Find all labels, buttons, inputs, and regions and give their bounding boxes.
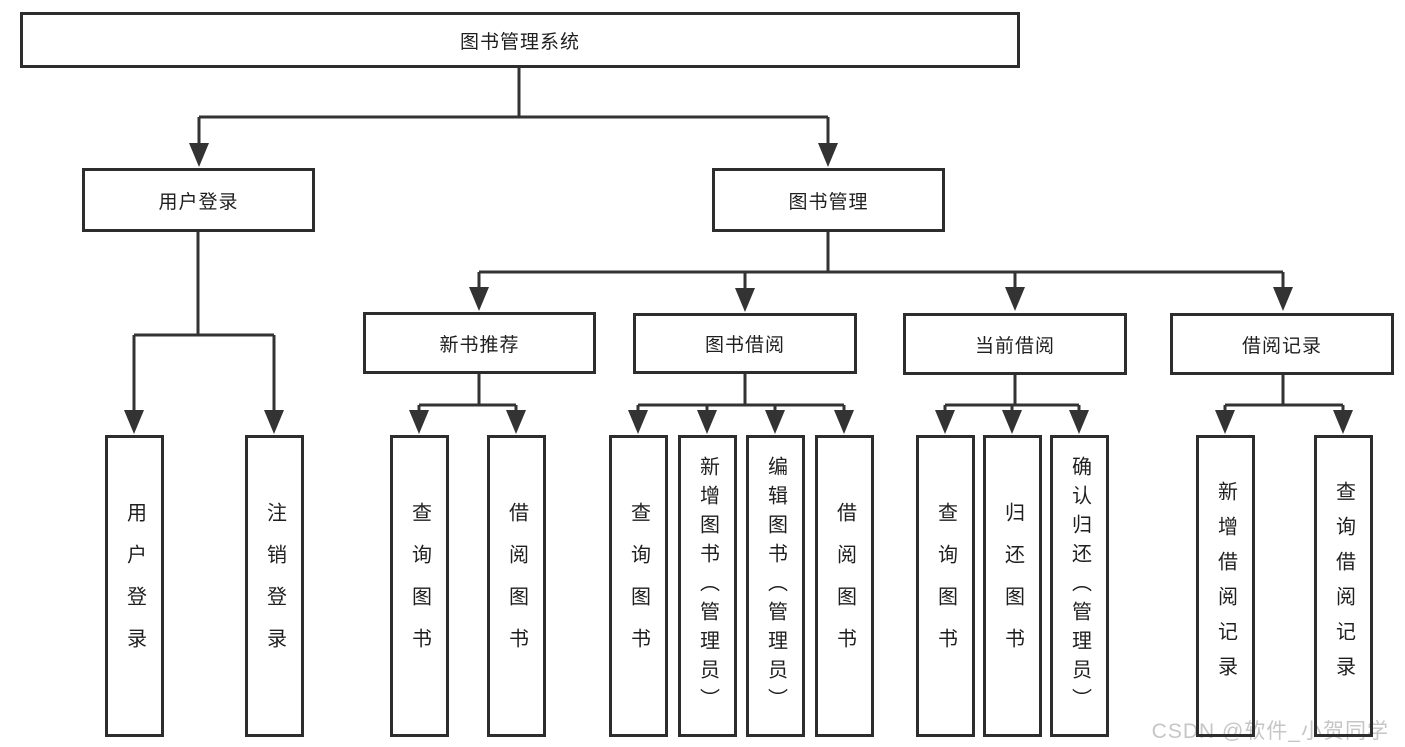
leaf-query-books-3: 查询图书 [916, 435, 975, 737]
leaf-add-borrow-record: 新增借阅记录 [1196, 435, 1255, 737]
node-label: 查询借阅记录 [1332, 481, 1355, 691]
node-book-management: 图书管理 [712, 168, 945, 232]
node-label: 注销登录 [263, 502, 286, 670]
leaf-query-books-1: 查询图书 [390, 435, 449, 737]
node-label: 当前借阅 [974, 335, 1055, 357]
watermark: CSDN @软件_小贺同学 [1151, 720, 1389, 743]
node-new-book-recommend: 新书推荐 [363, 312, 596, 374]
node-label: 确认归还（管理员） [1068, 455, 1091, 717]
node-root: 图书管理系统 [20, 12, 1020, 68]
leaf-borrow-books-1: 借阅图书 [487, 435, 546, 737]
node-label: 新增图书（管理员） [696, 455, 719, 717]
node-label: 图书管理 [788, 191, 869, 213]
leaf-edit-book-admin: 编辑图书（管理员） [746, 435, 805, 737]
node-label: 借阅记录 [1241, 335, 1322, 357]
node-user-login: 用户登录 [82, 168, 315, 232]
leaf-query-borrow-record: 查询借阅记录 [1314, 435, 1373, 737]
node-book-borrow: 图书借阅 [633, 313, 857, 374]
node-label: 新增借阅记录 [1214, 481, 1237, 691]
leaf-confirm-return-admin: 确认归还（管理员） [1050, 435, 1109, 737]
leaf-borrow-books-2: 借阅图书 [815, 435, 874, 737]
node-label: 查询图书 [627, 502, 650, 670]
node-label: 用户登录 [123, 502, 146, 670]
node-label: 编辑图书（管理员） [764, 455, 787, 717]
leaf-logout: 注销登录 [245, 435, 304, 737]
leaf-return-book: 归还图书 [983, 435, 1042, 737]
node-current-borrow: 当前借阅 [903, 313, 1127, 375]
node-label: 借阅图书 [505, 502, 528, 670]
node-label: 用户登录 [158, 191, 239, 213]
node-label: 图书管理系统 [459, 31, 580, 53]
leaf-add-book-admin: 新增图书（管理员） [678, 435, 737, 737]
leaf-user-login: 用户登录 [105, 435, 164, 737]
node-label: 新书推荐 [439, 334, 520, 356]
leaf-query-books-2: 查询图书 [609, 435, 668, 737]
node-label: 查询图书 [408, 502, 431, 670]
node-label: 借阅图书 [833, 502, 856, 670]
node-label: 查询图书 [934, 502, 957, 670]
node-label: 归还图书 [1001, 502, 1024, 670]
node-label: 图书借阅 [704, 335, 785, 356]
node-borrow-records: 借阅记录 [1170, 313, 1394, 375]
